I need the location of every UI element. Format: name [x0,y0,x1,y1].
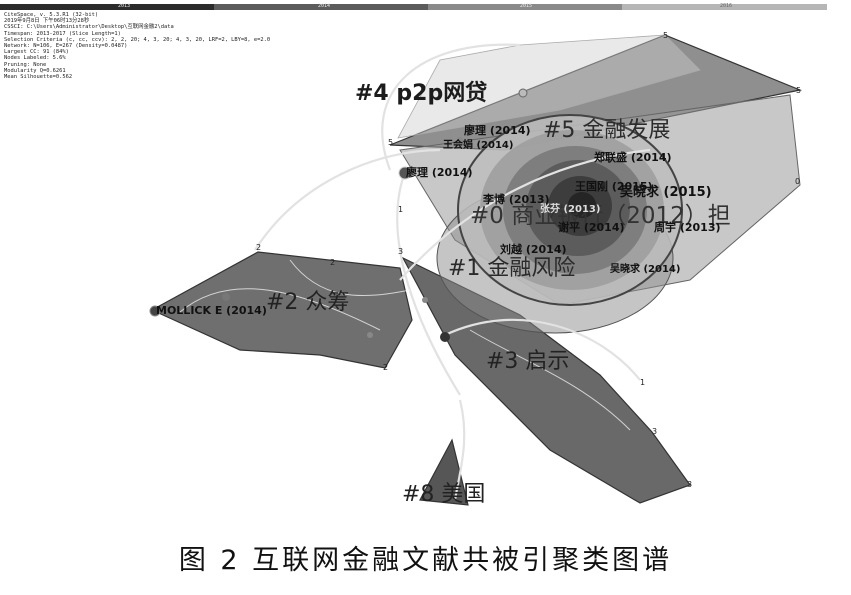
figure-caption: 图 2 互联网金融文献共被引聚类图谱 [178,545,673,576]
cluster-label-5: #5 金融发展 [543,118,670,143]
cluster-label-8: #8 美国 [402,482,485,507]
meta-line: Network: N=106, E=267 (Density=0.0487) [4,43,128,50]
timeline-year-label: 2015 [520,3,533,9]
timeline-segment-2016 [622,4,827,10]
node-label: 廖理 (2014) [464,123,531,137]
node-label: 谢平 (2014) [558,220,625,234]
link-line [469,329,631,431]
node-label: MOLLICK E (2014) [156,304,267,317]
node [518,88,528,98]
meta-line: CSSCI: C:\Users\Administrator\Desktop\互联… [4,24,174,31]
vertex-number: 1 [398,205,403,214]
timeline-year-label: 2016 [720,3,733,9]
link-line [444,318,641,381]
timeline-year-label: 2014 [318,3,331,9]
vertex-number: 0 [795,177,800,186]
timeline-segment-2015 [428,4,622,10]
node-label: 周宇 (2013) [654,220,721,234]
vertex-number: 3 [398,247,403,256]
vertex-number: 2 [383,363,388,372]
vertex-number: 5 [796,86,801,95]
node-label: 刘越 (2014) [500,242,567,256]
meta-line: Pruning: None [4,61,47,68]
node [457,137,463,143]
cocitation-network: 5 5 5 0 2 2 2 3 3 3 1 1 #4 p2p网贷 #5 金融发展… [149,31,803,507]
vertex-number: 3 [687,480,692,489]
vertex-number: 2 [330,258,335,267]
network-metadata: CiteSpace, v. 5.3.R1 (32-bit) 2019年9月8日 … [4,12,270,80]
node [222,293,230,301]
cluster-label-1: #1 金融风险 [448,256,575,281]
node-labels: 廖理 (2014) 王会娟 (2014) 郑联盛 (2014) 廖理 (2014… [156,123,721,317]
meta-line: 2019年9月8日 下午06时13分28秒 [4,18,90,25]
vertex-number: 2 [256,243,261,252]
link-line [254,148,441,251]
node-label: 王国刚 (2015) [575,179,653,193]
cluster-label-0: #0 商业银行（2012）担 [470,203,731,229]
meta-line: Nodes Labeled: 5.6% [4,55,66,62]
cluster-hull-4-light [397,34,701,139]
meta-line: Timespan: 2013-2017 (Slice Length=1) [4,30,121,37]
node-label: 王会娟 (2014) [443,138,513,151]
node [422,297,428,303]
vertex-number: 1 [640,378,645,387]
meta-line: Selection Criteria (c, cc, ccv): 2, 2, 2… [4,36,271,43]
link-line [289,259,411,297]
meta-line: CiteSpace, v. 5.3.R1 (32-bit) [4,12,99,18]
meta-line: Largest CC: 91 (84%) [4,49,69,56]
vertex-number: 3 [652,427,657,436]
link-lines [254,43,651,501]
node-label: 吴晓求 (2014) [610,262,680,275]
node-label: 吴晓求 (2015) [620,184,712,200]
vertex-number: 5 [663,31,668,40]
link-line [179,288,381,331]
node-mollick [149,305,161,317]
node-label: 郑联盛 (2014) [594,150,672,164]
cluster-label-3: #3 启示 [486,349,569,374]
link-line [381,43,521,171]
cluster-hull-3 [401,256,691,504]
cluster-label-2: #2 众筹 [266,290,349,315]
node [398,166,412,180]
timeline-year-label: 2013 [118,3,131,9]
node-label: 李博 (2013) [482,192,550,206]
meta-line: Mean Silhouette=0.562 [4,74,73,81]
timeline-segment-2013 [0,4,214,10]
cluster-hull-2 [150,251,413,369]
cluster-labels: #4 p2p网贷 #5 金融发展 #0 商业银行（2012）担 #1 金融风险 … [266,80,731,507]
link-line [399,148,651,281]
timeline-segment-2014 [214,4,428,10]
vertex-number: 5 [388,138,393,147]
node-label: 廖理 (2014) [406,165,473,179]
link-lines-inner [179,259,631,431]
meta-line: Modularity Q=0.6261 [4,67,66,74]
node [367,332,373,338]
vertex-numbers: 5 5 5 0 2 2 2 3 3 3 1 1 [256,31,801,489]
node-ring [568,192,596,218]
link-line [453,399,466,501]
link-line [396,171,461,396]
node [440,332,450,342]
cluster-label-4: #4 p2p网贷 [355,80,487,106]
node-label: 张芬 (2013) [540,202,600,215]
